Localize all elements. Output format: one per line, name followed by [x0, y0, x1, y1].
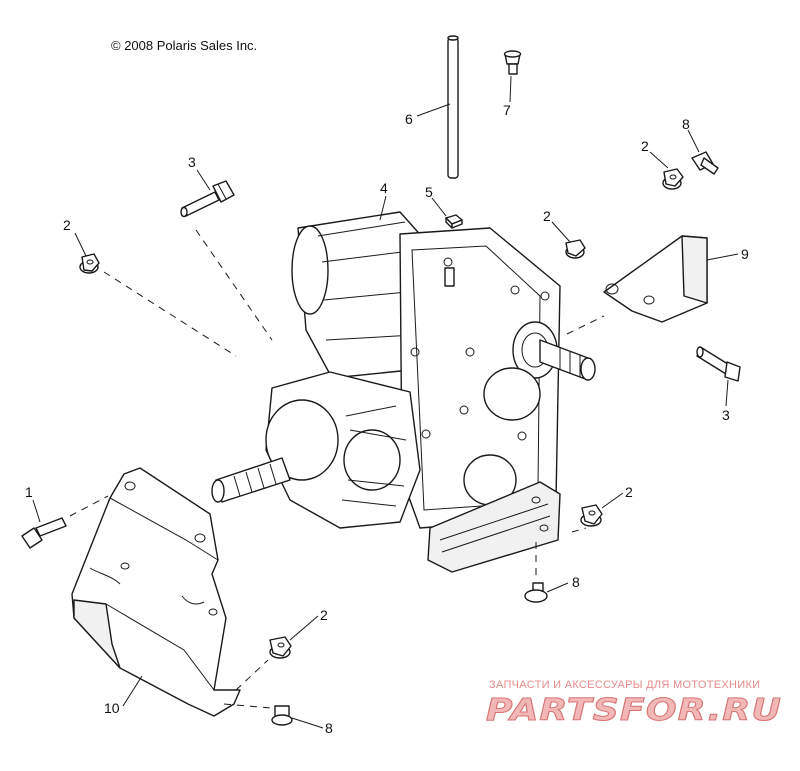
- callout-leader-lines: [32, 75, 739, 729]
- part-1-bolt: [21, 517, 67, 549]
- part-5-nut: [445, 214, 463, 229]
- part-8-bolt-upper-right: [691, 151, 719, 175]
- part-9-bracket: [603, 235, 708, 323]
- watermark-tagline: ЗАПЧАСТИ И АКСЕССУАРЫ ДЛЯ МОТОТЕХНИКИ: [489, 679, 760, 691]
- watermark: ЗАПЧАСТИ И АКСЕССУАРЫ ДЛЯ МОТОТЕХНИКИ PA…: [486, 679, 782, 729]
- part-10-mount-bracket: [71, 467, 241, 717]
- part-3-bolt-upper-left: [180, 180, 235, 218]
- callout-9: 9: [741, 246, 749, 262]
- callout-2-lower: 2: [320, 607, 328, 623]
- callout-10: 10: [104, 700, 120, 716]
- callout-8-upper-right: 8: [682, 116, 690, 132]
- callout-3-upper-left: 3: [188, 154, 196, 170]
- part-3-bolt-right: [696, 346, 741, 382]
- part-2-flange-nut-lower: [269, 636, 292, 659]
- watermark-brand: PARTSFOR.RU: [486, 693, 782, 728]
- part-2-flange-nut-right: [580, 504, 603, 527]
- callout-2-center: 2: [543, 208, 551, 224]
- callout-6: 6: [405, 111, 413, 127]
- part-8-bolt-lower: [271, 705, 293, 726]
- part-2-flange-nut-left: [79, 253, 100, 274]
- callout-2-left: 2: [63, 217, 71, 233]
- callout-2-upper-right: 2: [641, 138, 649, 154]
- callout-1: 1: [25, 484, 33, 500]
- callout-3-right: 3: [722, 407, 730, 423]
- callout-8-lower: 8: [325, 720, 333, 736]
- part-2-flange-nut-center: [565, 239, 586, 259]
- part-8-bolt-center: [524, 582, 548, 603]
- callout-2-right: 2: [625, 484, 633, 500]
- callout-7: 7: [503, 102, 511, 118]
- callout-labels: 1 2 3 4 5 6 7 2 2 8 9 3 2 8 2 10 8: [25, 102, 749, 736]
- part-4-transfer-case: [211, 211, 596, 573]
- part-6-rod: [447, 35, 459, 179]
- part-2-flange-nut-upper-right: [662, 168, 684, 190]
- part-7-vent-fitting: [503, 50, 522, 75]
- callout-4: 4: [380, 180, 388, 196]
- copyright-notice: © 2008 Polaris Sales Inc.: [111, 38, 258, 53]
- callout-8-center: 8: [572, 574, 580, 590]
- callout-5: 5: [425, 184, 433, 200]
- assembly-guide-lines: [69, 229, 605, 709]
